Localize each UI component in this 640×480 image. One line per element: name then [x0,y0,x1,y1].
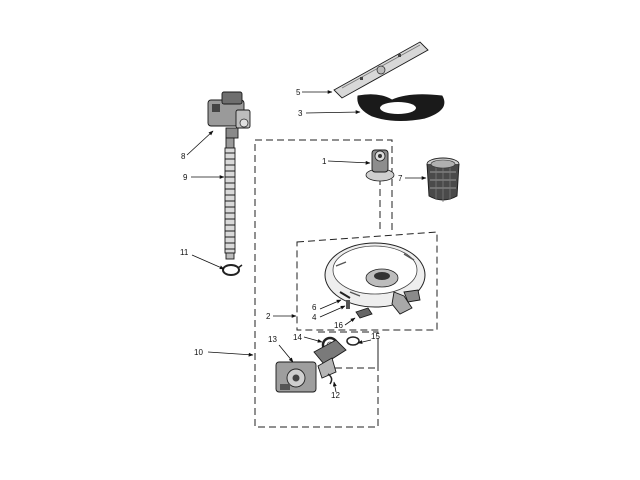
callout-1: 1 [322,157,327,166]
small-fasteners [339,291,373,319]
sump-housing [324,242,426,315]
callout-9: 9 [183,173,188,182]
callout-10: 10 [194,348,203,357]
callout-3: 3 [298,109,303,118]
spray-arm [333,41,429,99]
retaining-clip [327,373,333,385]
callout-2: 2 [266,312,271,321]
leader-lines [186,90,427,393]
callout-14: 14 [293,333,302,342]
callout-5: 5 [296,88,301,97]
diverter-motor [207,91,251,139]
corrugated-hose [224,137,236,260]
pump-motor [275,339,347,393]
sump-assembly-outline [296,231,438,331]
hose-clamp [222,264,243,276]
callout-4: 4 [312,313,317,322]
callout-12: 12 [331,391,340,400]
assembly-outlines [254,139,438,428]
callout-16: 16 [334,321,343,330]
callout-13: 13 [268,335,277,344]
filter-screen [357,94,445,121]
callout-6: 6 [312,303,317,312]
callout-8: 8 [181,152,186,161]
callout-15: 15 [371,332,380,341]
callout-labels: 5 3 8 9 1 7 11 2 6 4 16 10 13 14 15 12 [180,88,403,400]
callout-7: 7 [398,174,403,183]
callout-11: 11 [180,248,189,257]
spray-valve [365,149,395,182]
pump-group-outline [318,331,379,369]
filter-cylinder [426,157,460,202]
outer-assembly-outline [254,139,393,428]
